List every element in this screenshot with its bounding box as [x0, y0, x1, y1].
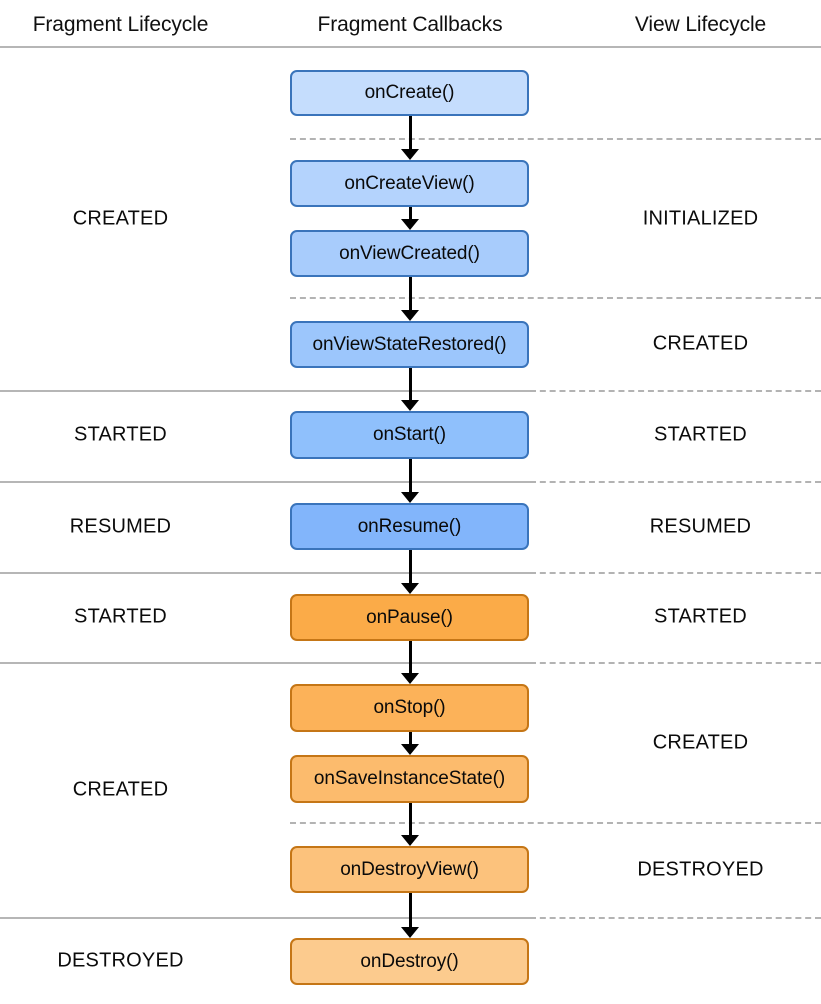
- callback-label: onCreateView(): [344, 172, 475, 194]
- arrow-head-icon: [401, 400, 419, 411]
- arrow-shaft: [409, 459, 412, 493]
- arrow-head-icon: [401, 673, 419, 684]
- callback-label: onViewCreated(): [339, 242, 480, 264]
- solid-divider: [0, 481, 530, 483]
- callback-label: onResume(): [357, 515, 462, 537]
- column-header-fragment-callbacks: Fragment Callbacks: [317, 13, 503, 36]
- dashed-divider: [530, 390, 821, 392]
- column-header-view-lifecycle: View Lifecycle: [634, 13, 767, 36]
- arrow-shaft: [409, 550, 412, 584]
- fragment-state-label: CREATED: [72, 778, 169, 801]
- arrow-shaft: [409, 368, 412, 401]
- fragment-state-label: DESTROYED: [57, 949, 184, 972]
- arrow-head-icon: [401, 492, 419, 503]
- view-state-label: INITIALIZED: [642, 207, 759, 230]
- arrow-shaft: [409, 803, 412, 836]
- solid-divider: [0, 917, 530, 919]
- callback-box[interactable]: onSaveInstanceState(): [290, 755, 529, 803]
- fragment-state-label: STARTED: [74, 423, 167, 446]
- view-state-label: STARTED: [654, 605, 747, 628]
- callback-label: onStart(): [372, 424, 446, 445]
- view-state-label: RESUMED: [649, 515, 752, 538]
- fragment-state-label: STARTED: [74, 605, 167, 628]
- fragment-state-label: RESUMED: [69, 515, 172, 538]
- dashed-divider: [530, 917, 821, 919]
- callback-label: onDestroyView(): [340, 858, 479, 880]
- arrow-head-icon: [401, 744, 419, 755]
- callback-box[interactable]: onCreate(): [290, 70, 529, 116]
- solid-divider: [0, 572, 530, 574]
- callback-box[interactable]: onStop(): [290, 684, 529, 732]
- callback-box[interactable]: onResume(): [290, 503, 529, 550]
- arrow-head-icon: [401, 219, 419, 230]
- callback-box[interactable]: onCreateView(): [290, 160, 529, 207]
- view-state-label: CREATED: [652, 332, 749, 355]
- arrow-shaft: [409, 732, 412, 745]
- view-state-label: STARTED: [654, 423, 747, 446]
- fragment-state-label: CREATED: [72, 207, 169, 230]
- callback-box[interactable]: onStart(): [290, 411, 529, 459]
- column-header-fragment-lifecycle: Fragment Lifecycle: [32, 13, 209, 36]
- dashed-divider: [290, 297, 821, 299]
- callback-label: onSaveInstanceState(): [313, 768, 506, 789]
- view-state-label: DESTROYED: [637, 858, 764, 881]
- callback-label: onCreate(): [364, 82, 455, 103]
- callback-box[interactable]: onDestroyView(): [290, 846, 529, 893]
- solid-divider: [0, 390, 530, 392]
- view-state-label: CREATED: [652, 731, 749, 754]
- callback-box[interactable]: onDestroy(): [290, 938, 529, 985]
- solid-divider: [0, 662, 530, 664]
- arrow-shaft: [409, 116, 412, 150]
- arrow-head-icon: [401, 583, 419, 594]
- callback-box[interactable]: onViewCreated(): [290, 230, 529, 277]
- arrow-head-icon: [401, 835, 419, 846]
- dashed-divider: [530, 662, 821, 664]
- arrow-shaft: [409, 277, 412, 311]
- arrow-head-icon: [401, 149, 419, 160]
- callback-label: onPause(): [366, 606, 453, 628]
- header-divider: [0, 46, 821, 48]
- arrow-head-icon: [401, 310, 419, 321]
- dashed-divider: [530, 572, 821, 574]
- callback-label: onStop(): [373, 697, 446, 718]
- arrow-head-icon: [401, 927, 419, 938]
- callback-label: onViewStateRestored(): [312, 333, 507, 355]
- dashed-divider: [290, 822, 821, 824]
- callback-label: onDestroy(): [360, 950, 459, 972]
- dashed-divider: [290, 138, 821, 140]
- arrow-shaft: [409, 641, 412, 674]
- arrow-shaft: [409, 893, 412, 928]
- callback-box[interactable]: onViewStateRestored(): [290, 321, 529, 368]
- dashed-divider: [530, 481, 821, 483]
- callback-box[interactable]: onPause(): [290, 594, 529, 641]
- arrow-shaft: [409, 207, 412, 220]
